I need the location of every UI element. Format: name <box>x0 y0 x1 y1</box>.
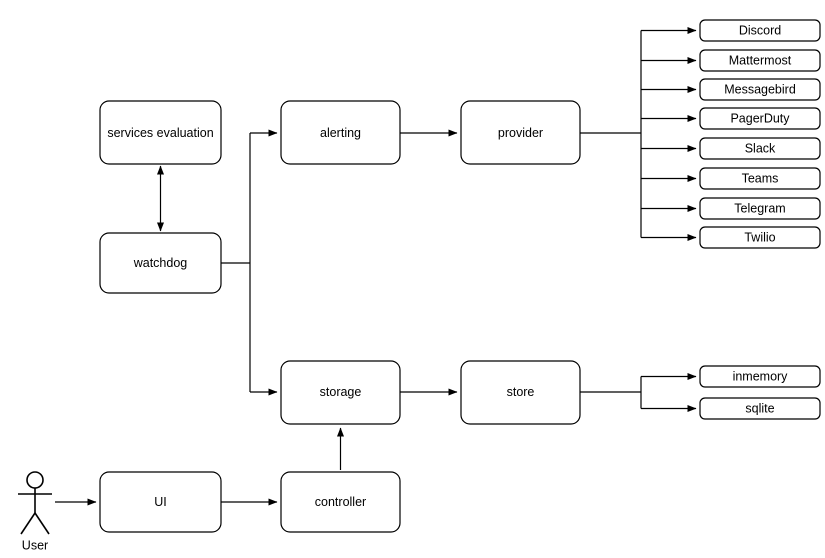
node-store[interactable]: store <box>460 360 581 425</box>
leaf-twilio[interactable]: Twilio <box>699 226 821 249</box>
node-ui[interactable]: UI <box>99 471 222 533</box>
node-controller[interactable]: controller <box>280 471 401 533</box>
leaf-inmemory[interactable]: inmemory <box>699 365 821 388</box>
node-alerting-shape[interactable] <box>280 100 401 165</box>
node-watchdog[interactable]: watchdog <box>99 232 222 294</box>
leaf-discord[interactable]: Discord <box>699 19 821 42</box>
actor-user-label: User <box>22 538 48 552</box>
node-services-evaluation-shape[interactable] <box>99 100 222 165</box>
actor-right-leg-icon <box>34 512 50 535</box>
leaf-telegram[interactable]: Telegram <box>699 197 821 220</box>
leaf-mattermost-shape[interactable] <box>699 49 821 72</box>
node-storage-shape[interactable] <box>280 360 401 425</box>
leaf-pagerduty-shape[interactable] <box>699 107 821 130</box>
actor-user[interactable]: User <box>18 471 52 552</box>
node-storage[interactable]: storage <box>280 360 401 425</box>
leaf-sqlite[interactable]: sqlite <box>699 397 821 420</box>
node-alerting[interactable]: alerting <box>280 100 401 165</box>
leaf-messagebird-shape[interactable] <box>699 78 821 101</box>
leaf-discord-shape[interactable] <box>699 19 821 42</box>
edge-layer <box>55 27 697 506</box>
leaf-mattermost[interactable]: Mattermost <box>699 49 821 72</box>
node-store-shape[interactable] <box>460 360 581 425</box>
leaf-sqlite-shape[interactable] <box>699 397 821 420</box>
leaf-slack[interactable]: Slack <box>699 137 821 160</box>
actor-head-icon <box>26 471 44 489</box>
leaf-twilio-shape[interactable] <box>699 226 821 249</box>
node-ui-shape[interactable] <box>99 471 222 533</box>
node-provider-shape[interactable] <box>460 100 581 165</box>
leaf-pagerduty[interactable]: PagerDuty <box>699 107 821 130</box>
provider-leaf-layer: Discord Mattermost Messagebird PagerDuty… <box>699 19 821 249</box>
node-provider[interactable]: provider <box>460 100 581 165</box>
leaf-slack-shape[interactable] <box>699 137 821 160</box>
node-controller-shape[interactable] <box>280 471 401 533</box>
leaf-messagebird[interactable]: Messagebird <box>699 78 821 101</box>
leaf-teams[interactable]: Teams <box>699 167 821 190</box>
node-services-evaluation[interactable]: services evaluation <box>99 100 222 165</box>
leaf-teams-shape[interactable] <box>699 167 821 190</box>
leaf-inmemory-shape[interactable] <box>699 365 821 388</box>
actor-left-leg-icon <box>20 512 36 535</box>
store-leaf-layer: inmemory sqlite <box>699 365 821 420</box>
node-watchdog-shape[interactable] <box>99 232 222 294</box>
leaf-telegram-shape[interactable] <box>699 197 821 220</box>
